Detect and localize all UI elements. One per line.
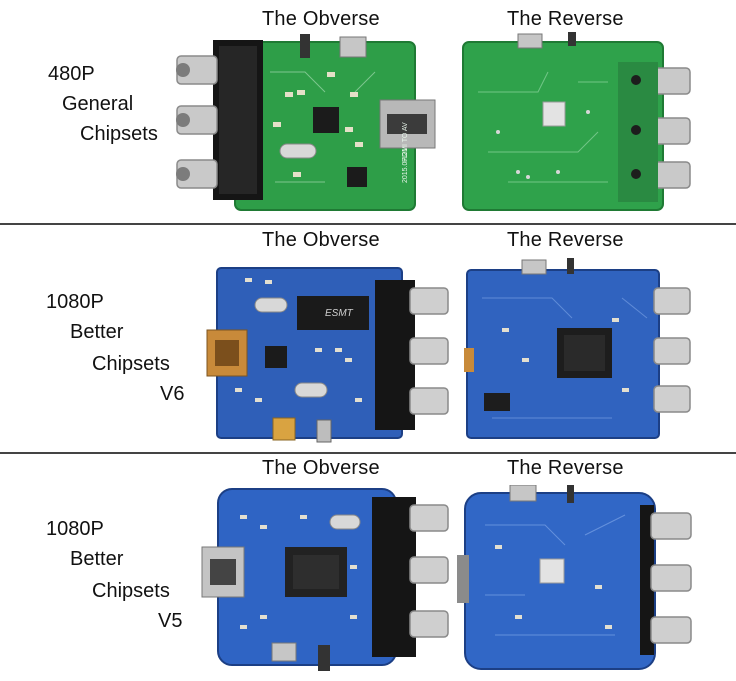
reverse-header-3: The Reverse [507,457,624,479]
section-divider [0,452,736,454]
silkscreen-text: 2015.07.21 [402,148,409,183]
label-line: General [62,93,134,115]
obverse-header-2: The Obverse [262,229,380,251]
obverse-header-3: The Obverse [262,457,380,479]
label-line: 1080P [46,518,104,540]
label-line: 1080P [46,291,104,313]
label-line: Better [70,548,124,570]
board-v5-reverse-photo [457,485,692,670]
label-line: Chipsets [80,123,158,145]
board-v5-obverse-photo [201,488,449,671]
label-line: Better [70,321,124,343]
reverse-header-1: The Reverse [507,8,624,30]
chip-text: ESMT [325,308,354,319]
board-v6-obverse-photo: ESMT [206,267,449,443]
silkscreen-text: HDMI TO AV [402,122,409,162]
board-v6-reverse-photo [464,258,691,439]
reverse-header-2: The Reverse [507,229,624,251]
label-line: V6 [160,383,185,405]
label-line: Chipsets [92,580,170,602]
label-line: V5 [158,610,183,632]
section-divider [0,223,736,225]
label-line: Chipsets [92,353,170,375]
board-480p-reverse-photo [462,32,691,211]
label-line: 480P [48,63,95,85]
board-480p-obverse-photo: HDMI TO AV 2015.07.21 [176,34,436,211]
obverse-header-1: The Obverse [262,8,380,30]
